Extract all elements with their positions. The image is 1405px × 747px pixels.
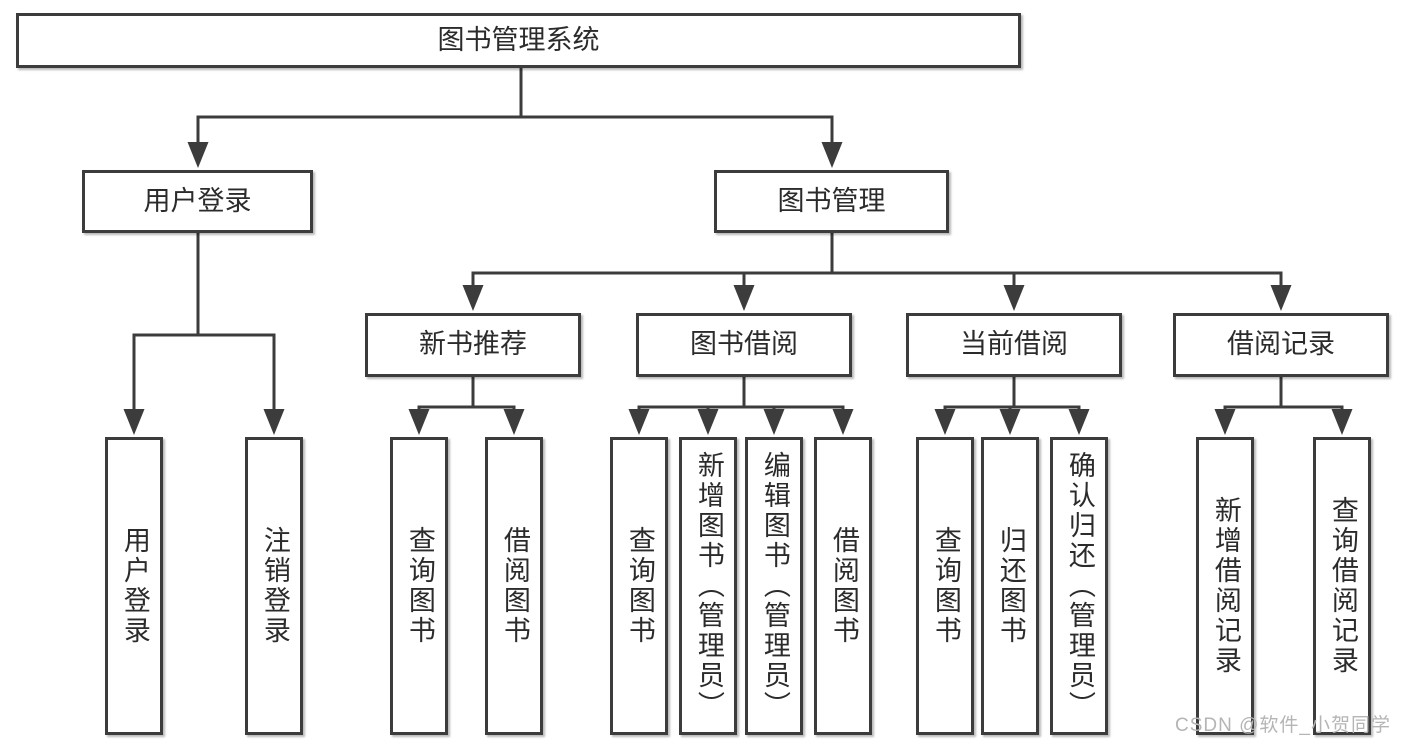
arrowhead-icon [503, 409, 525, 435]
connector-user-login [123, 231, 285, 435]
arrowhead-icon [733, 285, 755, 311]
connector-new-book-recommend [408, 375, 525, 435]
node-new-book-recommend: 新书推荐 [365, 313, 581, 377]
leaf-logout: 注销登录 [245, 437, 303, 735]
connector-book-borrowing [628, 375, 854, 435]
node-label: 当前借阅 [960, 329, 1068, 360]
arrowhead-icon [821, 142, 843, 168]
node-label: 借阅图书 [828, 526, 859, 646]
connector-book-management [462, 231, 1292, 311]
node-label: 查询图书 [930, 526, 961, 646]
arrowhead-icon [462, 285, 484, 311]
connector-borrowing-records [1214, 375, 1353, 435]
node-current-borrowing: 当前借阅 [906, 313, 1122, 377]
arrowhead-icon [999, 409, 1021, 435]
node-label: 编辑图书（管理员） [759, 451, 790, 721]
arrowhead-icon [263, 409, 285, 435]
leaf-user-login: 用户登录 [105, 437, 163, 735]
node-label: 用户登录 [119, 526, 150, 646]
node-label: 图书管理系统 [437, 24, 600, 55]
leaf-edit-books-admin: 编辑图书（管理员） [745, 437, 803, 735]
leaf-borrow-books-borrowing: 借阅图书 [814, 437, 872, 735]
arrowhead-icon [1068, 409, 1090, 435]
arrowhead-icon [697, 409, 719, 435]
node-user-login: 用户登录 [82, 170, 313, 233]
node-label: 新增图书（管理员） [693, 451, 724, 721]
node-borrowing-records: 借阅记录 [1173, 313, 1389, 377]
arrowhead-icon [1331, 409, 1353, 435]
arrowhead-icon [934, 409, 956, 435]
connector-current-borrowing [934, 375, 1090, 435]
connector-root [187, 66, 843, 168]
arrowhead-icon [1214, 409, 1236, 435]
node-root-system: 图书管理系统 [16, 13, 1021, 68]
arrowhead-icon [123, 409, 145, 435]
node-label: 确认归还（管理员） [1064, 451, 1095, 721]
leaf-return-books: 归还图书 [981, 437, 1039, 735]
arrowhead-icon [763, 409, 785, 435]
arrowhead-icon [187, 142, 209, 168]
leaf-query-books-borrowing: 查询图书 [610, 437, 668, 735]
node-label: 归还图书 [995, 526, 1026, 646]
node-book-management: 图书管理 [714, 170, 949, 233]
node-label: 图书借阅 [690, 329, 798, 360]
node-label: 新书推荐 [419, 329, 527, 360]
node-book-borrowing: 图书借阅 [636, 313, 852, 377]
leaf-confirm-return-admin: 确认归还（管理员） [1050, 437, 1108, 735]
leaf-query-books-recommend: 查询图书 [390, 437, 448, 735]
node-label: 注销登录 [259, 526, 290, 646]
node-label: 用户登录 [143, 185, 252, 216]
arrowhead-icon [628, 409, 650, 435]
arrowhead-icon [1270, 285, 1292, 311]
arrowhead-icon [408, 409, 430, 435]
leaf-add-books-admin: 新增图书（管理员） [679, 437, 737, 735]
node-label: 新增借阅记录 [1210, 496, 1241, 676]
node-label: 图书管理 [777, 185, 886, 216]
leaf-add-borrow-record: 新增借阅记录 [1196, 437, 1254, 735]
leaf-query-books-current: 查询图书 [916, 437, 974, 735]
node-label: 查询借阅记录 [1327, 496, 1358, 676]
leaf-borrow-books-recommend: 借阅图书 [485, 437, 543, 735]
csdn-watermark: CSDN @软件_小贺同学 [1175, 715, 1391, 736]
node-label: 借阅记录 [1227, 329, 1335, 360]
leaf-query-borrow-record: 查询借阅记录 [1313, 437, 1371, 735]
arrowhead-icon [1003, 285, 1025, 311]
node-label: 借阅图书 [499, 526, 530, 646]
arrowhead-icon [832, 409, 854, 435]
node-label: 查询图书 [624, 526, 655, 646]
node-label: 查询图书 [404, 526, 435, 646]
